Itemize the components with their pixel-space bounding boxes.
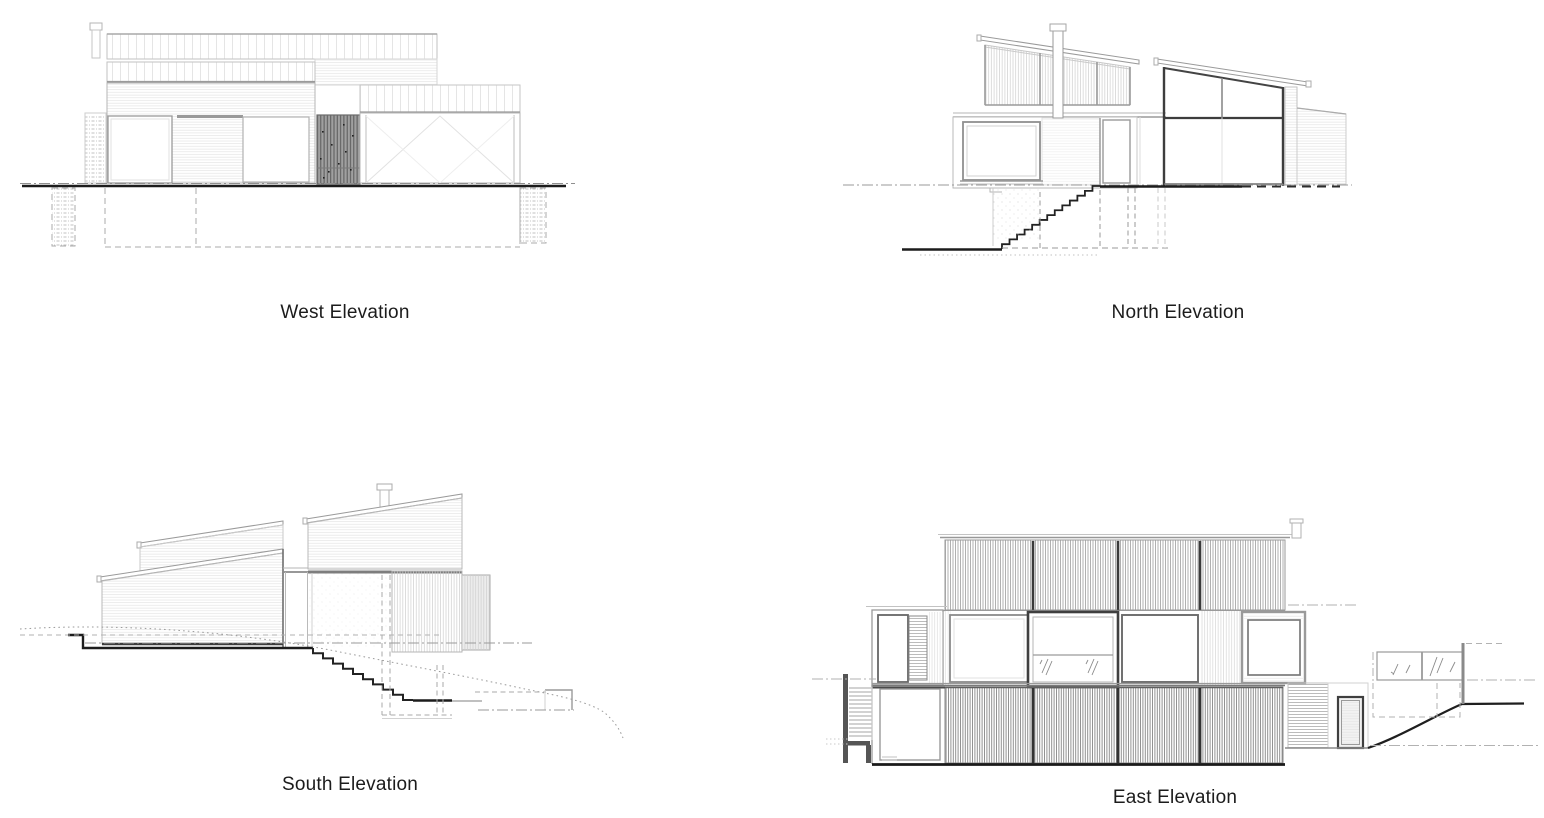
west-roof-band xyxy=(106,33,438,60)
west-chimney-flue xyxy=(91,29,101,59)
east-retaining-post xyxy=(843,674,871,763)
east-upper-slat-band xyxy=(944,539,1286,611)
east-annex-louver xyxy=(908,615,928,681)
north-chimney-cap xyxy=(1049,23,1067,32)
west-window-header xyxy=(177,115,243,118)
south-recessed-wall xyxy=(308,573,392,648)
south-retaining-step xyxy=(545,689,573,710)
north-elevation-drawing xyxy=(843,23,1352,256)
south-stairs xyxy=(312,648,413,701)
east-elevation-drawing xyxy=(812,518,1541,766)
north-door xyxy=(1102,119,1131,184)
south-chimney-flue xyxy=(379,489,390,508)
south-elevation-drawing xyxy=(19,483,624,739)
east-window-3 xyxy=(1121,614,1199,683)
north-glazed-wall xyxy=(1162,67,1285,186)
north-rear-volume xyxy=(1296,107,1347,185)
south-foundation-lines xyxy=(381,575,546,716)
west-elevation-label: West Elevation xyxy=(280,302,410,323)
east-side-door xyxy=(1336,695,1365,750)
north-foundation-lines xyxy=(1039,188,1136,248)
east-lower-slat-band xyxy=(944,686,1284,764)
north-chimney-flue xyxy=(1052,30,1064,119)
west-garage xyxy=(359,84,521,184)
west-foundation xyxy=(51,187,547,248)
east-chimney-flue xyxy=(1291,522,1302,539)
south-slat-screen xyxy=(391,570,463,653)
south-ground-contour xyxy=(19,626,624,739)
south-chimney-cap xyxy=(376,483,393,491)
east-glass-fence xyxy=(1376,643,1502,704)
north-right-roof xyxy=(1156,58,1309,87)
east-left-stairs xyxy=(849,687,872,737)
south-front-wall xyxy=(101,552,284,645)
east-side-stairs xyxy=(1287,682,1329,749)
east-lower-window xyxy=(879,688,941,761)
east-right-window-box xyxy=(1240,610,1307,685)
east-chimney-cap xyxy=(1289,518,1304,524)
east-annex-window xyxy=(877,614,909,683)
west-parapet-band xyxy=(106,61,316,83)
east-ground-line xyxy=(1367,702,1525,750)
glass-reflection-marks xyxy=(1039,658,1099,676)
east-foundation-dashed xyxy=(1372,683,1461,718)
west-chimney-cap xyxy=(89,22,103,31)
south-elevation-label: South Elevation xyxy=(281,774,419,795)
west-chimney-column xyxy=(84,112,107,184)
east-elevation-label: East Elevation xyxy=(1112,787,1238,808)
west-window-middle xyxy=(242,116,310,183)
north-elevation-label: North Elevation xyxy=(1111,302,1245,323)
east-central-window xyxy=(1026,610,1120,689)
west-elevation-drawing xyxy=(20,22,575,248)
west-entry-door xyxy=(316,114,361,185)
